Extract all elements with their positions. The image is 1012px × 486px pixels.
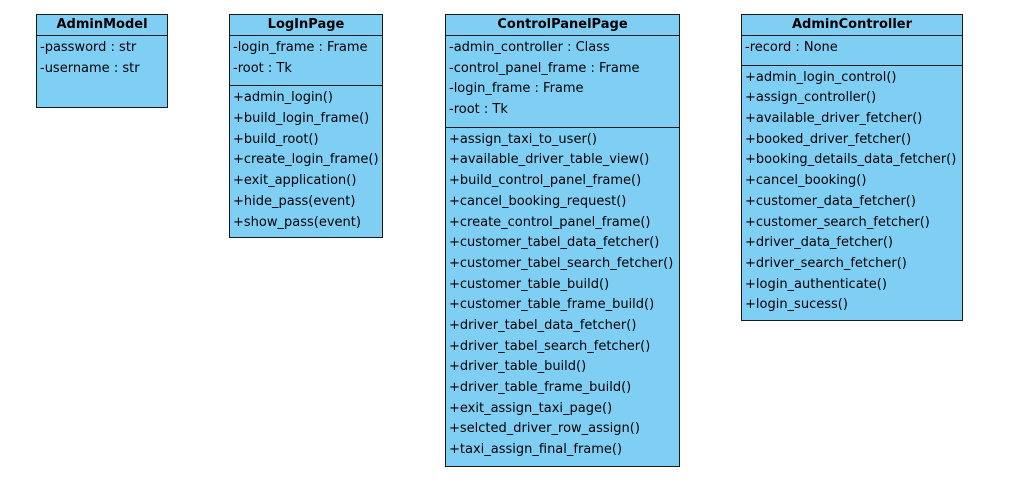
attribute: -root : Tk — [233, 60, 292, 76]
operation: +exit_assign_taxi_page() — [449, 400, 613, 416]
operation: +available_driver_fetcher() — [745, 111, 923, 127]
operation: +driver_table_build() — [449, 359, 587, 375]
operation: +driver_tabel_data_fetcher() — [449, 317, 637, 333]
operation: +admin_login() — [233, 90, 333, 106]
operation: +driver_search_fetcher() — [745, 255, 907, 271]
operation-compartment: +admin_login() +build_login_frame() +bui… — [230, 86, 382, 233]
operation: +build_root() — [233, 131, 319, 147]
operation: +login_sucess() — [745, 297, 848, 313]
operation: +customer_table_build() — [449, 276, 610, 292]
class-name: AdminController — [742, 15, 962, 36]
class-name: AdminModel — [37, 15, 167, 36]
operation: +build_login_frame() — [233, 111, 370, 127]
operation-compartment: +assign_taxi_to_user() +available_driver… — [446, 128, 679, 461]
attribute: -admin_controller : Class — [449, 40, 610, 55]
operation: +admin_login_control() — [745, 69, 897, 85]
operation: +cancel_booking() — [745, 173, 867, 189]
attribute: -username : str — [40, 60, 140, 76]
attribute: -control_panel_frame : Frame — [449, 60, 640, 76]
operation: +available_driver_table_view() — [449, 152, 650, 168]
attribute: -root : Tk — [449, 102, 508, 118]
operation: +selcted_driver_row_assign() — [449, 421, 640, 437]
class-box-admincontroller[interactable]: AdminController -record : None +admin_lo… — [741, 14, 963, 321]
operation: +customer_tabel_search_fetcher() — [449, 255, 674, 271]
operation: +exit_application() — [233, 173, 357, 189]
attribute-compartment: -record : None — [742, 36, 962, 66]
attribute: -login_frame : Frame — [233, 40, 368, 55]
operation: +cancel_booking_request() — [449, 193, 627, 209]
operation: +assign_taxi_to_user() — [449, 131, 597, 147]
attribute: -password : str — [40, 40, 137, 55]
operation: +hide_pass(event) — [233, 193, 356, 209]
operation: +booked_driver_fetcher() — [745, 131, 912, 147]
operation: +assign_controller() — [745, 90, 877, 106]
operation: +booking_details_data_fetcher() — [745, 152, 957, 168]
class-box-loginpage[interactable]: LogInPage -login_frame : Frame -root : T… — [229, 14, 383, 238]
operation: +create_control_panel_frame() — [449, 214, 651, 230]
operation: +driver_data_fetcher() — [745, 235, 893, 251]
operation: +customer_table_frame_build() — [449, 297, 655, 313]
class-name: LogInPage — [230, 15, 382, 36]
class-box-controlpanelpage[interactable]: ControlPanelPage -admin_controller : Cla… — [445, 14, 680, 467]
operation: +create_login_frame() — [233, 152, 379, 168]
attribute-compartment: -admin_controller : Class -control_panel… — [446, 36, 679, 128]
operation: +taxi_assign_final_frame() — [449, 442, 623, 458]
operation: +customer_search_fetcher() — [745, 214, 930, 230]
operation: +show_pass(event) — [233, 214, 361, 230]
operation: +customer_tabel_data_fetcher() — [449, 235, 660, 251]
operation: +login_authenticate() — [745, 276, 887, 292]
attribute: -record : None — [745, 40, 838, 55]
operation: +build_control_panel_frame() — [449, 173, 642, 189]
attribute-compartment: -login_frame : Frame -root : Tk — [230, 36, 382, 87]
operation: +driver_tabel_search_fetcher() — [449, 338, 651, 354]
attribute: -login_frame : Frame — [449, 81, 584, 97]
operation: +customer_data_fetcher() — [745, 193, 916, 209]
attribute-compartment: -password : str -username : str — [37, 36, 167, 85]
class-box-adminmodel[interactable]: AdminModel -password : str -username : s… — [36, 14, 168, 108]
operation-compartment: +admin_login_control() +assign_controlle… — [742, 66, 962, 316]
operation: +driver_table_frame_build() — [449, 380, 632, 395]
class-name: ControlPanelPage — [446, 15, 679, 36]
